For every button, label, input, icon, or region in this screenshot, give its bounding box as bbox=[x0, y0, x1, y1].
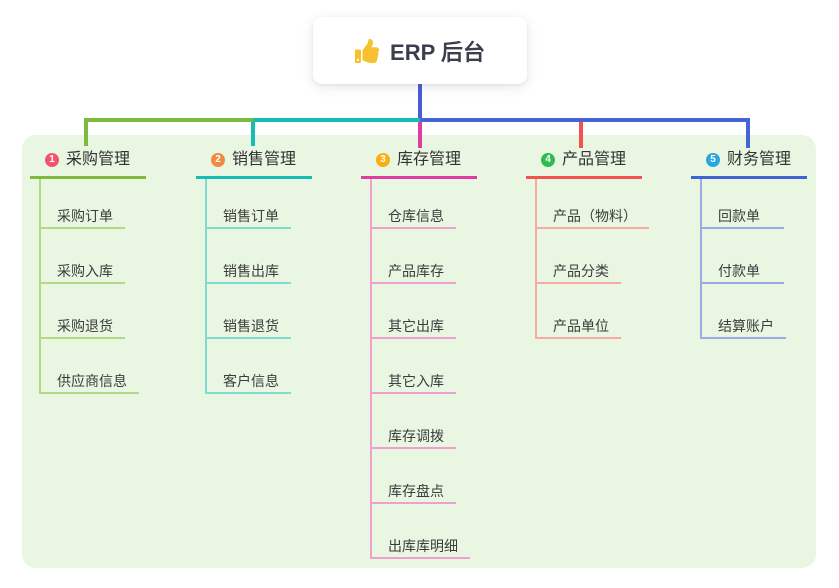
branch-number-badge: 2 bbox=[211, 152, 225, 167]
branch-title-label: 库存管理 bbox=[397, 151, 462, 168]
child-node-label: 其它入库 bbox=[388, 373, 444, 389]
root-node-label: ERP 后台 bbox=[390, 39, 485, 65]
child-node[interactable]: 仓库信息 bbox=[372, 179, 456, 229]
branch-title-1[interactable]: 1 采购管理 bbox=[30, 150, 147, 179]
child-node[interactable]: 产品单位 bbox=[537, 284, 621, 339]
child-node-label: 采购入库 bbox=[57, 263, 113, 279]
connector-drop-magenta bbox=[418, 122, 422, 148]
child-node-label: 产品分类 bbox=[553, 263, 609, 279]
child-node-label: 产品库存 bbox=[388, 263, 444, 279]
child-node-label: 结算账户 bbox=[718, 318, 774, 334]
branch-title-4[interactable]: 4 产品管理 bbox=[526, 150, 643, 179]
branch-number-badge: 5 bbox=[706, 152, 720, 167]
connector-bus-teal bbox=[253, 118, 420, 122]
child-node[interactable]: 产品库存 bbox=[372, 229, 456, 284]
branch-number-badge: 4 bbox=[541, 152, 555, 167]
child-node-label: 产品（物料） bbox=[553, 208, 637, 224]
connector-drop-blue bbox=[746, 118, 750, 148]
child-node-label: 采购退货 bbox=[57, 318, 113, 334]
child-node-label: 产品单位 bbox=[553, 318, 609, 334]
child-node[interactable]: 销售出库 bbox=[207, 229, 291, 284]
branch-title-label: 产品管理 bbox=[562, 151, 627, 168]
child-node-label: 库存盘点 bbox=[388, 483, 444, 499]
connector-bus-blue bbox=[420, 118, 750, 122]
branch-title-label: 销售管理 bbox=[232, 151, 297, 168]
branch-children-5: 回款单付款单结算账户 bbox=[700, 179, 786, 339]
child-node-label: 仓库信息 bbox=[388, 208, 444, 224]
mindmap-panel bbox=[22, 135, 816, 568]
connector-drop-green bbox=[84, 118, 88, 146]
child-node-label: 客户信息 bbox=[223, 373, 279, 389]
child-node[interactable]: 销售退货 bbox=[207, 284, 291, 339]
child-node-label: 库存调拨 bbox=[388, 428, 444, 444]
connector-bus-green bbox=[84, 118, 253, 122]
child-node[interactable]: 付款单 bbox=[702, 229, 784, 284]
branch-number-badge: 1 bbox=[45, 152, 59, 167]
child-node[interactable]: 其它入库 bbox=[372, 339, 456, 394]
child-node[interactable]: 采购入库 bbox=[41, 229, 125, 284]
branch-title-2[interactable]: 2 销售管理 bbox=[196, 150, 313, 179]
child-node-label: 销售出库 bbox=[223, 263, 279, 279]
child-node[interactable]: 产品（物料） bbox=[537, 179, 649, 229]
child-node-label: 采购订单 bbox=[57, 208, 113, 224]
branch-title-label: 财务管理 bbox=[727, 151, 792, 168]
connector-drop-red bbox=[579, 122, 583, 148]
thumbs-up-icon bbox=[355, 38, 380, 63]
root-node[interactable]: ERP 后台 bbox=[313, 17, 527, 84]
child-node[interactable]: 客户信息 bbox=[207, 339, 291, 394]
branch-title-5[interactable]: 5 财务管理 bbox=[691, 150, 808, 179]
branch-children-2: 销售订单销售出库销售退货客户信息 bbox=[205, 179, 291, 394]
child-node[interactable]: 回款单 bbox=[702, 179, 784, 229]
connector-drop-teal bbox=[251, 122, 255, 146]
branch-number-badge: 3 bbox=[376, 152, 390, 167]
child-node[interactable]: 其它出库 bbox=[372, 284, 456, 339]
branch-title-3[interactable]: 3 库存管理 bbox=[361, 150, 478, 179]
child-node[interactable]: 库存调拨 bbox=[372, 394, 456, 449]
branch-children-1: 采购订单采购入库采购退货供应商信息 bbox=[39, 179, 139, 394]
child-node-label: 出库库明细 bbox=[388, 538, 458, 554]
child-node[interactable]: 出库库明细 bbox=[372, 504, 470, 559]
branch-children-3: 仓库信息产品库存其它出库其它入库库存调拨库存盘点出库库明细 bbox=[370, 179, 470, 559]
branch-children-4: 产品（物料） 产品分类产品单位 bbox=[535, 179, 649, 339]
child-node[interactable]: 采购订单 bbox=[41, 179, 125, 229]
child-node[interactable]: 库存盘点 bbox=[372, 449, 456, 504]
child-node[interactable]: 结算账户 bbox=[702, 284, 786, 339]
child-node-label: 付款单 bbox=[718, 263, 760, 279]
child-node[interactable]: 产品分类 bbox=[537, 229, 621, 284]
child-node-label: 其它出库 bbox=[388, 318, 444, 334]
child-node[interactable]: 销售订单 bbox=[207, 179, 291, 229]
child-node-label: 回款单 bbox=[718, 208, 760, 224]
child-node-label: 销售退货 bbox=[223, 318, 279, 334]
child-node[interactable]: 供应商信息 bbox=[41, 339, 139, 394]
branch-title-label: 采购管理 bbox=[66, 151, 131, 168]
child-node[interactable]: 采购退货 bbox=[41, 284, 125, 339]
child-node-label: 供应商信息 bbox=[57, 373, 127, 389]
connector-root-vertical bbox=[418, 83, 422, 122]
child-node-label: 销售订单 bbox=[223, 208, 279, 224]
